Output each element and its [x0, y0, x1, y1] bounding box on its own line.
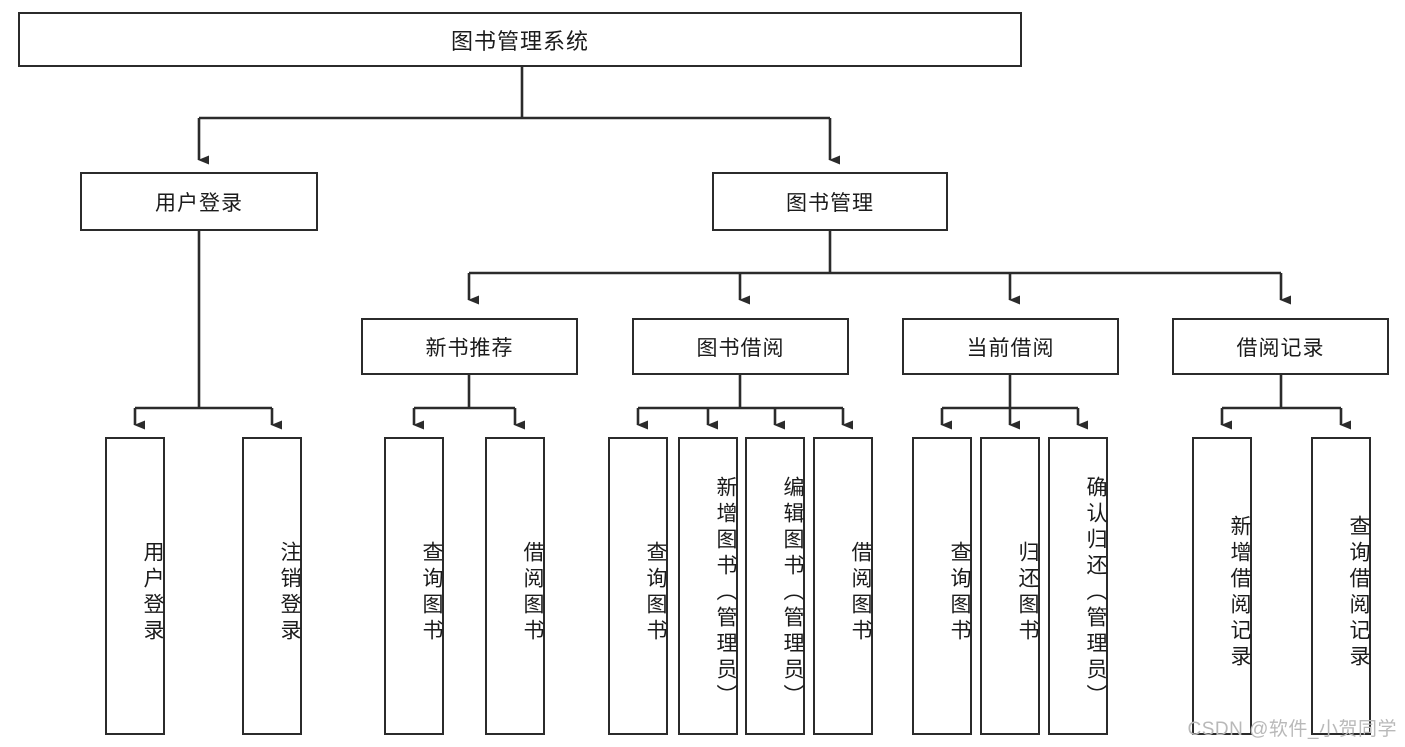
node-borrow-records[interactable]: 借阅记录 — [1172, 318, 1389, 375]
node-label: 新书推荐 — [425, 336, 514, 360]
node-label: 借阅图书 — [849, 541, 872, 645]
leaf-confirm-return-admin[interactable]: 确认归还（管理员） — [1048, 437, 1108, 735]
node-label: 注销登录 — [278, 541, 301, 645]
leaf-return-books[interactable]: 归还图书 — [980, 437, 1040, 735]
node-label: 归还图书 — [1016, 541, 1039, 645]
leaf-query-books-borrow[interactable]: 查询图书 — [608, 437, 668, 735]
leaf-borrow-books-recommend[interactable]: 借阅图书 — [485, 437, 545, 735]
node-label: 当前借阅 — [966, 336, 1055, 360]
node-label: 新增借阅记录 — [1228, 515, 1251, 671]
node-label: 图书借阅 — [696, 336, 785, 360]
leaf-query-borrow-record[interactable]: 查询借阅记录 — [1311, 437, 1371, 735]
node-label: 借阅记录 — [1236, 336, 1325, 360]
leaf-borrow-books-borrow[interactable]: 借阅图书 — [813, 437, 873, 735]
node-label: 确认归还（管理员） — [1084, 476, 1107, 710]
node-new-book-recommend[interactable]: 新书推荐 — [361, 318, 578, 375]
leaf-logout[interactable]: 注销登录 — [242, 437, 302, 735]
leaf-query-books-current[interactable]: 查询图书 — [912, 437, 972, 735]
node-label: 查询借阅记录 — [1347, 515, 1370, 671]
node-book-management[interactable]: 图书管理 — [712, 172, 948, 231]
node-label: 图书管理系统 — [450, 28, 589, 54]
node-current-borrow[interactable]: 当前借阅 — [902, 318, 1119, 375]
node-root-system[interactable]: 图书管理系统 — [18, 12, 1022, 67]
leaf-user-login[interactable]: 用户登录 — [105, 437, 165, 735]
node-label: 用户登录 — [141, 541, 164, 645]
node-book-borrow[interactable]: 图书借阅 — [632, 318, 849, 375]
node-label: 查询图书 — [948, 541, 971, 645]
node-label: 查询图书 — [644, 541, 667, 645]
leaf-add-borrow-record[interactable]: 新增借阅记录 — [1192, 437, 1252, 735]
node-label: 编辑图书（管理员） — [781, 476, 804, 710]
node-label: 用户登录 — [155, 191, 243, 215]
node-label: 新增图书（管理员） — [714, 476, 737, 710]
leaf-add-book-admin[interactable]: 新增图书（管理员） — [678, 437, 738, 735]
leaf-edit-book-admin[interactable]: 编辑图书（管理员） — [745, 437, 805, 735]
leaf-query-books-recommend[interactable]: 查询图书 — [384, 437, 444, 735]
node-label: 图书管理 — [786, 191, 874, 215]
node-label: 查询图书 — [420, 541, 443, 645]
node-label: 借阅图书 — [521, 541, 544, 645]
csdn-watermark: CSDN @软件_小贺同学 — [1187, 719, 1397, 740]
node-user-login[interactable]: 用户登录 — [80, 172, 318, 231]
